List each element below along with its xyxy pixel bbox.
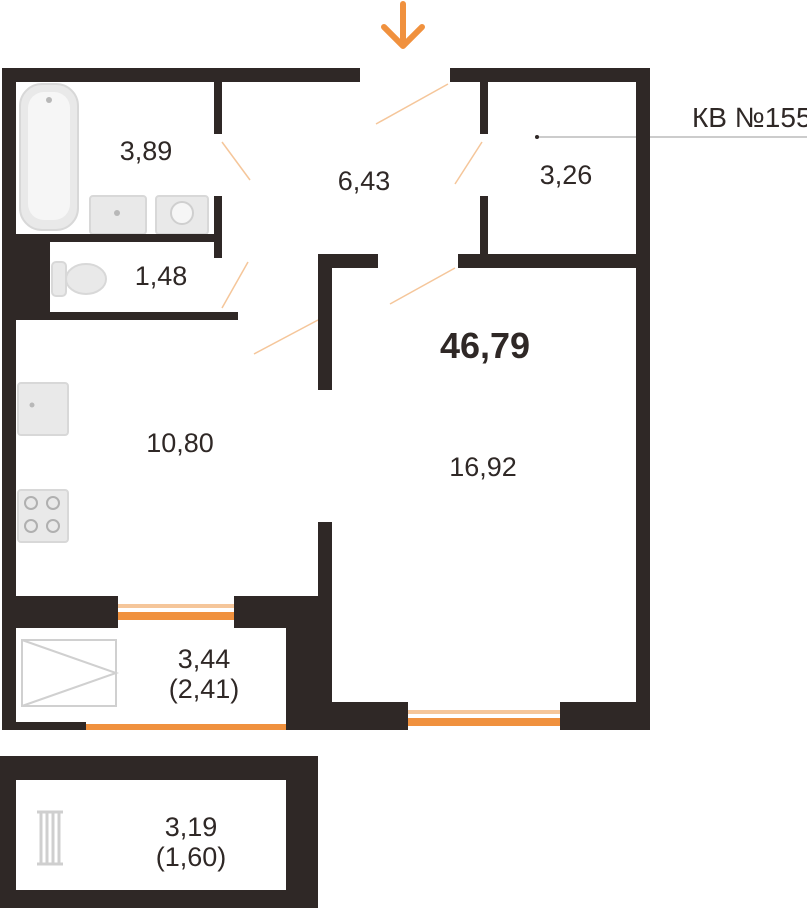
room-area-storage: 3,26 <box>540 160 593 190</box>
entrance-arrow-icon <box>381 1 425 49</box>
cooktop <box>17 489 69 543</box>
door-swing-lines <box>221 83 483 355</box>
bathtub <box>19 83 79 231</box>
room-area-kitchen: 10,80 <box>146 428 214 458</box>
walls <box>0 68 650 908</box>
room-area-balcony-reduced: (2,41) <box>169 674 240 704</box>
washbasin <box>89 195 147 235</box>
kitchen-sink <box>17 382 69 436</box>
room-area-balcony: 3,44 <box>178 644 231 674</box>
room-area-hallway: 6,43 <box>338 166 391 196</box>
room-area-bathroom: 3,89 <box>120 136 173 166</box>
room-area-loggia-reduced: (1,60) <box>156 842 227 872</box>
total-area: 46,79 <box>440 325 530 366</box>
radiator <box>37 810 63 866</box>
windows <box>86 604 560 730</box>
room-area-living-room: 16,92 <box>449 452 517 482</box>
washing-machine <box>155 195 209 235</box>
apartment-leader-dot <box>535 135 539 139</box>
toilet-fixture <box>51 261 107 297</box>
apartment-number: КВ №155 <box>692 102 807 133</box>
room-area-loggia: 3,19 <box>165 812 218 842</box>
room-area-toilet: 1,48 <box>135 261 188 291</box>
storage-rack <box>21 639 120 707</box>
